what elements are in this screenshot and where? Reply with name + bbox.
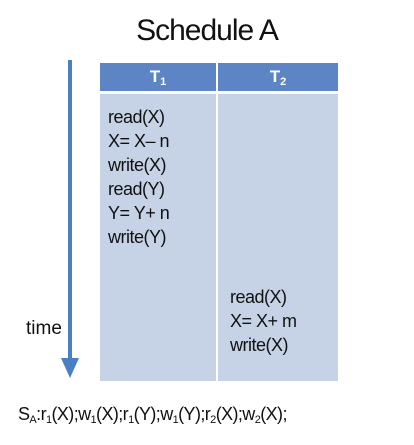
step-op: r (40, 404, 47, 424)
column-header-t1-name: T (149, 67, 161, 86)
step-arg: (X) (215, 404, 239, 424)
step-arg: (X) (96, 404, 119, 424)
diagram-title: Schedule A (136, 14, 279, 47)
step-arg: (Y) (178, 404, 201, 424)
t1-op-assign-x: X= X– n (108, 131, 170, 151)
t1-op-assign-y: Y= Y+ n (108, 203, 170, 223)
sequence-prefix-sub: A (29, 414, 37, 426)
t1-op-read-x: read(X) (108, 107, 165, 127)
transaction-column-1: T1 read(X) X= X– n write(X) read(Y) Y= Y… (100, 63, 216, 381)
column-header-t1-sub: 1 (160, 76, 167, 88)
sequence-colon: : (36, 404, 41, 424)
t1-op-write-x: write(X) (108, 155, 167, 175)
transaction-column-2: T2 read(X) X= X+ m write(X) (218, 63, 338, 381)
time-label: time (26, 318, 62, 339)
t2-op-write-x: write(X) (230, 335, 288, 355)
step-op: r (122, 404, 129, 424)
column-header-t1: T1 (100, 63, 216, 94)
sequence-step: w2(X); (242, 404, 287, 426)
sequence-prefix: S (18, 404, 30, 424)
step-sub: 2 (254, 414, 261, 426)
t2-operations: read(X) X= X+ m write(X) (230, 285, 297, 357)
step-sub: 1 (128, 414, 134, 426)
step-arg: (Y) (133, 404, 157, 424)
schedule-sequence: SA:r1(X);w1(X);r1(Y);w1(Y);r2(X);w2(X); (18, 404, 287, 426)
step-arg: (X) (51, 404, 75, 424)
sequence-step: r1(Y); (122, 404, 161, 426)
t1-operations: read(X) X= X– n write(X) read(Y) Y= Y+ n… (108, 105, 170, 249)
column-header-t2: T2 (218, 63, 338, 94)
sequence-step: r1(X); (40, 404, 79, 426)
step-sub: 1 (45, 414, 52, 426)
t1-op-write-y: write(Y) (108, 227, 167, 247)
t1-op-read-y: read(Y) (108, 179, 165, 199)
time-arrow-icon (61, 60, 79, 378)
step-sub: 2 (210, 414, 216, 426)
t2-op-assign-x: X= X+ m (230, 311, 297, 331)
step-sub: 1 (90, 414, 97, 426)
sequence-step: r2(X); (204, 404, 243, 426)
step-op: w (242, 404, 255, 424)
sequence-step: w1(X); (78, 404, 123, 426)
sequence-step: w1(Y); (160, 404, 205, 426)
step-arg: (X) (260, 404, 283, 424)
step-op: w (160, 404, 173, 424)
column-header-t2-sub: 2 (280, 76, 287, 88)
schedule-table: T1 read(X) X= X– n write(X) read(Y) Y= Y… (100, 63, 338, 381)
t2-op-read-x: read(X) (230, 287, 287, 307)
column-header-t2-name: T (269, 67, 281, 86)
step-op: w (78, 404, 91, 424)
step-op: r (204, 404, 211, 424)
step-sub: 1 (172, 414, 179, 426)
